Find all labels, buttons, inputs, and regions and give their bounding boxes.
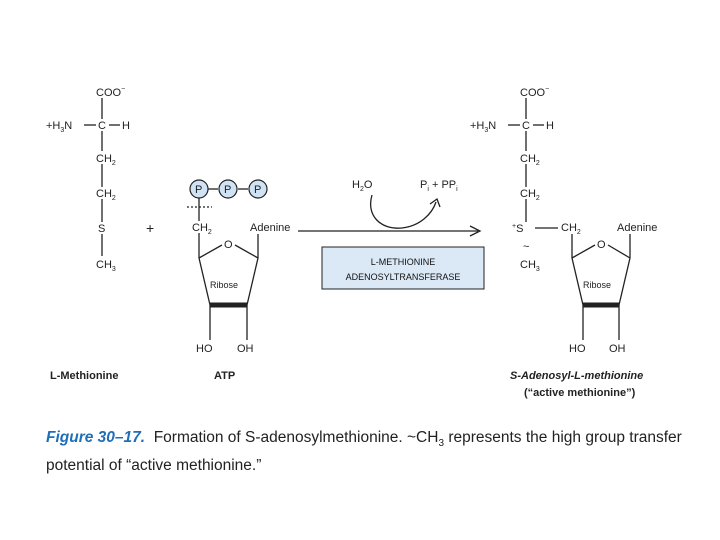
caption-text-a: Formation of S-adenosylmethionine. ~CH	[153, 429, 439, 446]
sam-ch2-b: CH2	[520, 188, 540, 202]
atp-oh: OH	[237, 343, 254, 355]
sam-ho: HO	[569, 343, 586, 355]
atp-adenine: Adenine	[250, 222, 290, 234]
met-ch2-b: CH2	[96, 188, 116, 202]
sam-amine: +H3N	[470, 120, 496, 134]
met-alpha-h: H	[122, 120, 130, 132]
sam-ch2-a: CH2	[520, 153, 540, 167]
sam-carboxylate: COO−	[520, 86, 549, 99]
met-ch2-a: CH2	[96, 153, 116, 167]
phosphate-products-label: Pi + PPi	[420, 179, 458, 193]
bond-lines	[84, 98, 631, 340]
phosphate-circle-3	[248, 179, 268, 199]
sam-alpha-carbon: C	[522, 120, 530, 132]
atp-ribose-label: Ribose	[210, 280, 238, 290]
sam-name-alias: (“active methionine”)	[524, 387, 636, 399]
phosphate-circle-1	[189, 179, 209, 199]
sam-alpha-h: H	[546, 120, 554, 132]
sam-ch3: CH3	[520, 259, 540, 273]
plus-sign: +	[146, 220, 154, 236]
atp-ho: HO	[196, 343, 213, 355]
met-ch3: CH3	[96, 259, 116, 273]
caption-text-b: represents the high group transfer poten…	[46, 429, 682, 475]
atp-ch2: CH2	[192, 222, 212, 236]
sam-ch2-c: CH2	[561, 222, 581, 236]
caption-subscript: 3	[438, 438, 445, 450]
met-alpha-carbon: C	[98, 120, 106, 132]
phosphate-2-label: P	[224, 184, 231, 196]
atp-name: ATP	[214, 370, 235, 382]
water-label: H2O	[352, 179, 373, 193]
met-sulfur: S	[98, 223, 105, 235]
figure-caption: Figure 30–17. Formation of S-adenosylmet…	[46, 427, 686, 477]
sam-high-energy-tilde: ~	[523, 241, 529, 253]
sam-sulfonium: +S	[512, 223, 523, 235]
figure-number: Figure 30–17.	[46, 429, 146, 446]
atp-ring-oxygen: O	[224, 239, 233, 251]
sam-name: S-Adenosyl-L-methionine	[510, 370, 643, 382]
phosphate-1-label: P	[195, 184, 202, 196]
sam-oh: OH	[609, 343, 626, 355]
enzyme-box	[321, 246, 485, 290]
met-amine: +H3N	[46, 120, 72, 134]
enzyme-name-line1: L-METHIONINE	[371, 257, 436, 267]
sam-adenine: Adenine	[617, 222, 657, 234]
phosphate-circle-2	[218, 179, 238, 199]
sam-ribose-label: Ribose	[583, 280, 611, 290]
reaction-scheme: COO− +H3N C H CH2 CH2 S CH3 L-Methionine…	[46, 86, 657, 399]
met-carboxylate: COO−	[96, 86, 125, 99]
phosphate-3-label: P	[254, 184, 261, 196]
enzyme-name-line2: ADENOSYLTRANSFERASE	[346, 272, 461, 282]
met-name: L-Methionine	[50, 370, 118, 382]
sam-ring-oxygen: O	[597, 239, 606, 251]
